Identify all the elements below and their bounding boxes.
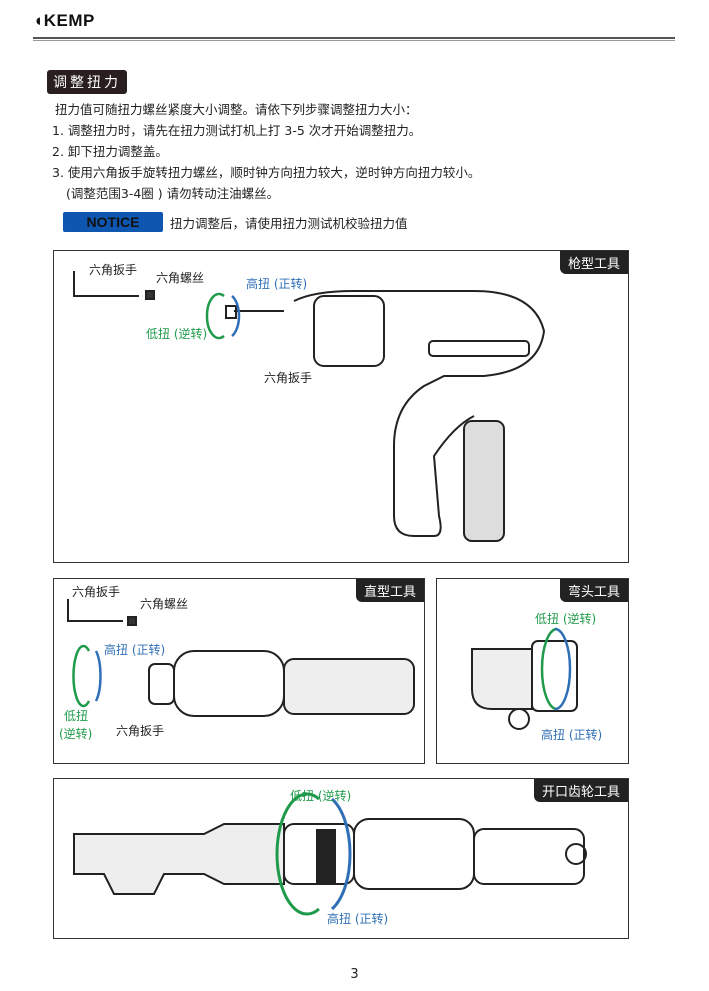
header-rule bbox=[33, 37, 675, 41]
panel-title: 开口齿轮工具 bbox=[533, 779, 628, 802]
green-rotation-arrow bbox=[72, 644, 91, 708]
panel-title: 枪型工具 bbox=[559, 251, 628, 274]
green-rotation-arrow bbox=[275, 792, 320, 916]
label-hex-key: 六角扳手 bbox=[72, 585, 121, 599]
label-hex-screw: 六角螺丝 bbox=[156, 271, 205, 285]
blue-rotation-arrow bbox=[231, 295, 241, 337]
straight-tool-panel: 直型工具 六角扳手 六角螺丝 高扭 (正转) 低扭 (逆转) 六角扳手 bbox=[53, 578, 425, 764]
notice-text: 扭力调整后，请使用扭力测试机校验扭力值 bbox=[170, 216, 408, 231]
label-low-torque-2: (逆转) bbox=[59, 727, 93, 741]
kemp-logo: ◖KEMP bbox=[33, 11, 95, 30]
straight-tool-illustration bbox=[67, 599, 415, 717]
blue-rotation-arrow bbox=[554, 627, 572, 711]
hex-key-icon bbox=[67, 599, 123, 622]
hex-screw-icon bbox=[127, 616, 137, 626]
label-high-torque: 高扭 (正转) bbox=[246, 277, 308, 291]
crowfoot-tool-panel: 开口齿轮工具 低扭 (逆转) 高扭 (正转) bbox=[53, 778, 629, 939]
green-rotation-arrow bbox=[540, 627, 558, 711]
notice-badge: NOTICE bbox=[63, 212, 163, 232]
hex-key-icon bbox=[73, 271, 139, 297]
panel-title: 直型工具 bbox=[355, 579, 424, 602]
brand: KEMP bbox=[43, 11, 95, 30]
label-low-torque: 低扭 (逆转) bbox=[290, 789, 352, 803]
step-2: 2. 卸下扭力调整盖。 bbox=[52, 144, 168, 159]
panel-title: 弯头工具 bbox=[559, 579, 628, 602]
angle-tool-illustration bbox=[471, 627, 578, 730]
intro-text: 扭力值可随扭力螺丝紧度大小调整。请依下列步骤调整扭力大小： bbox=[55, 102, 418, 117]
label-low-torque: 低扭 (逆转) bbox=[535, 612, 597, 626]
crowfoot-tool-illustration bbox=[73, 792, 587, 916]
label-hex-key-2: 六角扳手 bbox=[116, 724, 165, 738]
label-high-torque: 高扭 (正转) bbox=[541, 728, 603, 742]
label-hex-key: 六角扳手 bbox=[89, 263, 138, 277]
page-number: 3 bbox=[350, 967, 359, 982]
green-rotation-arrow bbox=[205, 292, 225, 340]
step-3-note: (调整范围3-4圈 ) 请勿转动注油螺丝。 bbox=[66, 186, 280, 201]
step-3: 3. 使用六角扳手旋转扭力螺丝，顺时钟方向扭力较大，逆时钟方向扭力较小。 bbox=[52, 165, 481, 180]
label-hex-key-2: 六角扳手 bbox=[264, 371, 313, 385]
section-title: 调整扭力 bbox=[47, 70, 127, 94]
pistol-tool-illustration bbox=[73, 271, 546, 542]
label-hex-screw: 六角螺丝 bbox=[140, 597, 189, 611]
pistol-tool-panel: 枪型工具 六角扳手 六角螺丝 高扭 (正转) 低扭 (逆转) 六角扳手 bbox=[53, 250, 629, 563]
angle-tool-panel: 弯头工具 低扭 (逆转) 高扭 (正转) bbox=[436, 578, 629, 764]
label-high-torque: 高扭 (正转) bbox=[104, 643, 166, 657]
label-high-torque: 高扭 (正转) bbox=[327, 912, 389, 926]
blue-rotation-arrow bbox=[331, 797, 352, 911]
step-1: 1. 调整扭力时，请先在扭力测试打机上打 3-5 次才开始调整扭力。 bbox=[52, 123, 422, 138]
hex-screw-icon bbox=[145, 290, 155, 300]
blue-rotation-arrow bbox=[94, 650, 102, 702]
label-low-torque: 低扭 bbox=[64, 709, 89, 723]
label-low-torque: 低扭 (逆转) bbox=[146, 327, 208, 341]
